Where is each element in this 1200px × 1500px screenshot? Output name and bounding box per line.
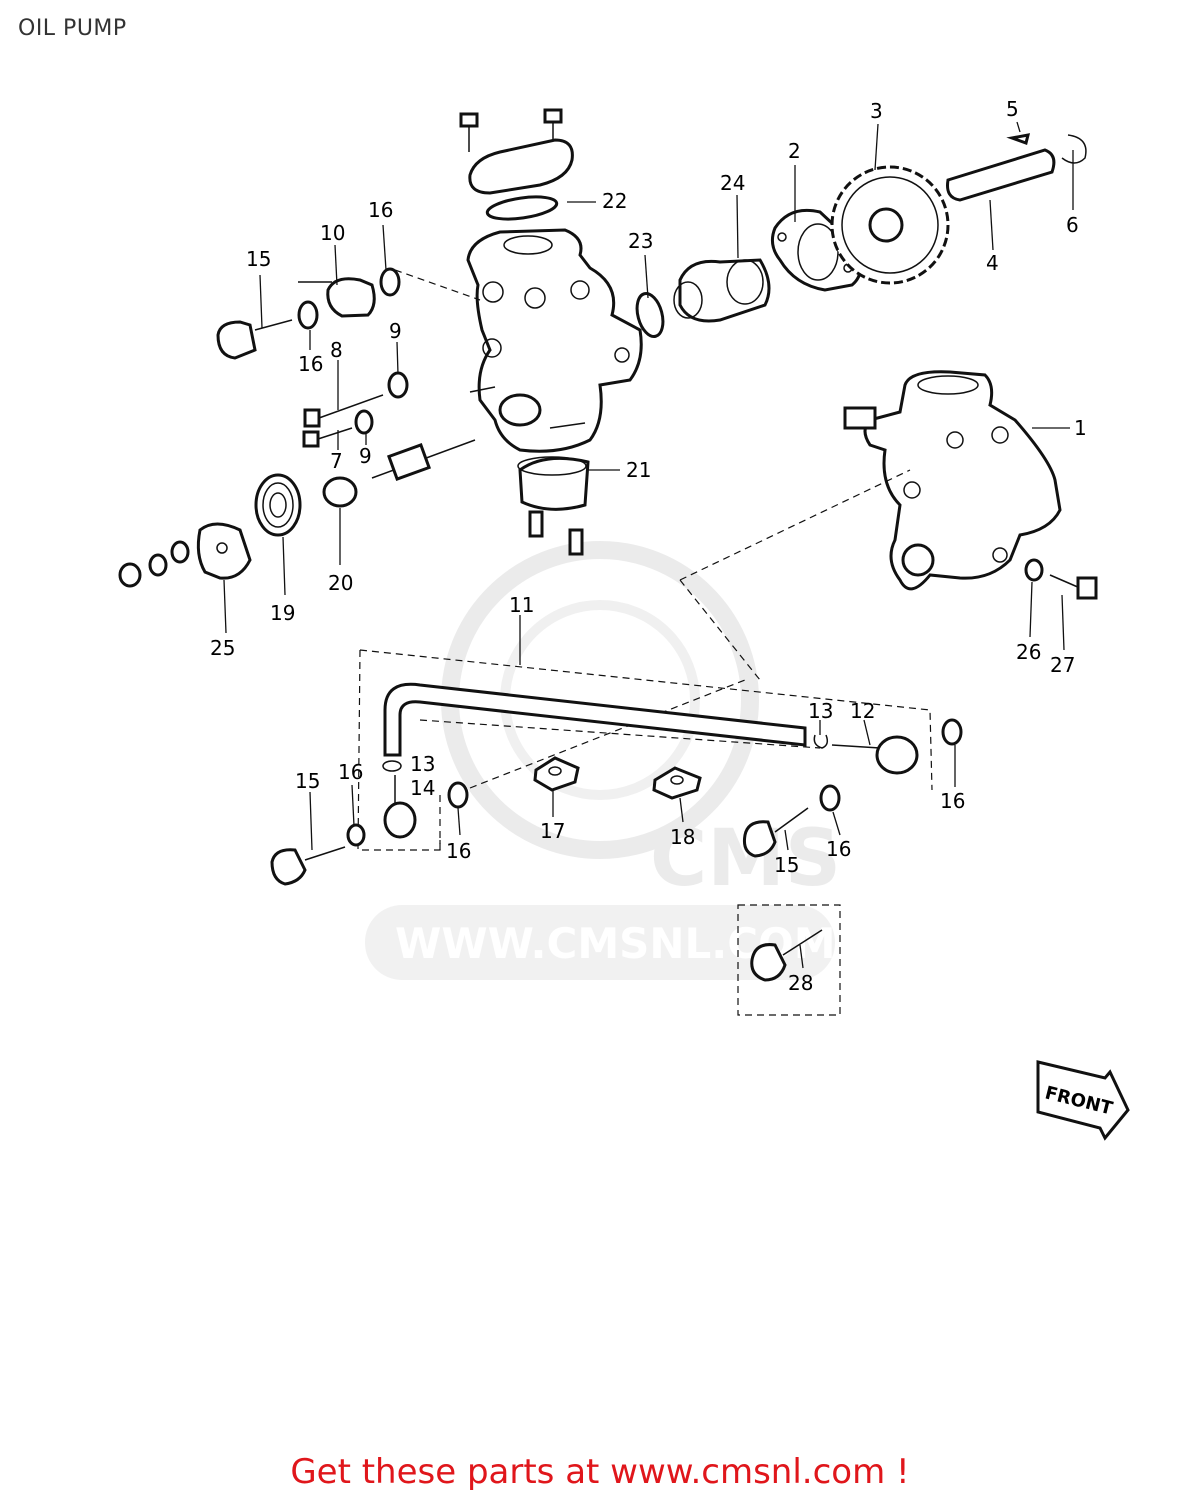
banjo-fitting-12 (831, 735, 919, 775)
banjo-fitting-14 (383, 775, 417, 839)
callout-16-c: 16 (338, 760, 363, 784)
circlip-6 (1061, 134, 1087, 164)
callout-16-a: 16 (368, 198, 393, 222)
callout-17: 17 (540, 819, 565, 843)
washer-26 (1024, 558, 1044, 582)
washer-16-c (941, 718, 963, 746)
callout-16-e: 16 (940, 789, 965, 813)
bolt-28-box (737, 904, 841, 1016)
washer-16-d (447, 781, 469, 809)
callout-12: 12 (850, 699, 875, 723)
key-5 (1006, 133, 1031, 145)
callout-16-d: 16 (446, 839, 471, 863)
clamp-18 (652, 766, 702, 800)
washer-9-b (354, 409, 374, 435)
bolt-28 (750, 929, 823, 982)
gear-3 (830, 165, 950, 285)
callout-9-a: 9 (389, 319, 402, 343)
callout-4: 4 (986, 251, 999, 275)
clip-screws (528, 510, 584, 556)
clamp-17 (533, 756, 580, 792)
callout-13-lower: 13 (410, 752, 435, 776)
lever-25 (196, 522, 252, 580)
callout-8: 8 (330, 338, 343, 362)
callout-19: 19 (270, 601, 295, 625)
bushing-23 (635, 292, 665, 338)
callout-25: 25 (210, 636, 235, 660)
front-arrow: FRONT (1036, 1060, 1130, 1141)
exploded-parts-diagram: CMS WWW.CMSNL.COM (118, 97, 1130, 1141)
callout-7: 7 (330, 449, 343, 473)
footer-cta-link[interactable]: Get these parts at www.cmsnl.com ! (290, 1452, 910, 1492)
bolt-15-upper (216, 319, 293, 360)
shaft-4 (946, 148, 1056, 202)
fitting-10 (298, 277, 376, 318)
callout-3: 3 (870, 99, 883, 123)
watermark-logo: CMS WWW.CMSNL.COM (365, 541, 841, 980)
bolt-7 (302, 427, 353, 448)
bolt-15-lower-right (743, 807, 809, 858)
bolt-8 (303, 394, 384, 428)
pump-cover-plate (468, 138, 574, 195)
callout-16-f: 16 (826, 837, 851, 861)
callout-5: 5 (1006, 97, 1019, 121)
spring-19 (254, 473, 302, 537)
leader-lines (223, 121, 1074, 969)
callout-14: 14 (410, 776, 435, 800)
collar-20 (322, 476, 358, 508)
callout-18: 18 (670, 825, 695, 849)
callout-26: 26 (1016, 640, 1041, 664)
callout-16-b: 16 (298, 352, 323, 376)
callout-28: 28 (788, 971, 813, 995)
bolt-15-lower-left (270, 846, 346, 886)
callout-11: 11 (509, 593, 534, 617)
callout-23: 23 (628, 229, 653, 253)
clip-21 (517, 456, 590, 511)
callout-22: 22 (602, 189, 627, 213)
pump-body (466, 228, 643, 453)
oil-line-assembly-box (357, 649, 933, 851)
callout-15-upper: 15 (246, 247, 271, 271)
callout-1: 1 (1074, 416, 1087, 440)
washer-16-e (346, 823, 366, 847)
callout-9-b: 9 (359, 444, 372, 468)
callout-15-lower-right: 15 (774, 853, 799, 877)
pump-assembly-1 (843, 370, 1062, 591)
cover-screw-left (459, 112, 479, 152)
washers-nut (118, 540, 190, 588)
callout-21: 21 (626, 458, 651, 482)
clip-13-upper (813, 734, 829, 749)
control-shaft (371, 439, 476, 482)
callout-24: 24 (720, 171, 745, 195)
callout-2: 2 (788, 139, 801, 163)
washer-9-a (387, 371, 409, 399)
bolt-27 (1049, 574, 1098, 600)
clip-13-lower (382, 760, 402, 772)
callout-27: 27 (1050, 653, 1075, 677)
washer-16-a (297, 300, 319, 330)
callout-6: 6 (1066, 213, 1079, 237)
oil-pipe-11 (383, 682, 807, 757)
callout-10: 10 (320, 221, 345, 245)
washer-16-b (379, 267, 401, 297)
washer-16-f (819, 784, 841, 812)
o-ring-22 (485, 195, 559, 221)
callout-15-lower-left: 15 (295, 769, 320, 793)
callout-20: 20 (328, 571, 353, 595)
sleeve-24 (673, 258, 771, 323)
page-title: OIL PUMP (18, 16, 127, 41)
callout-13-upper: 13 (808, 699, 833, 723)
callout-labels: 1 2 3 4 5 6 7 8 9 9 10 11 12 13 13 14 15… (210, 97, 1087, 995)
